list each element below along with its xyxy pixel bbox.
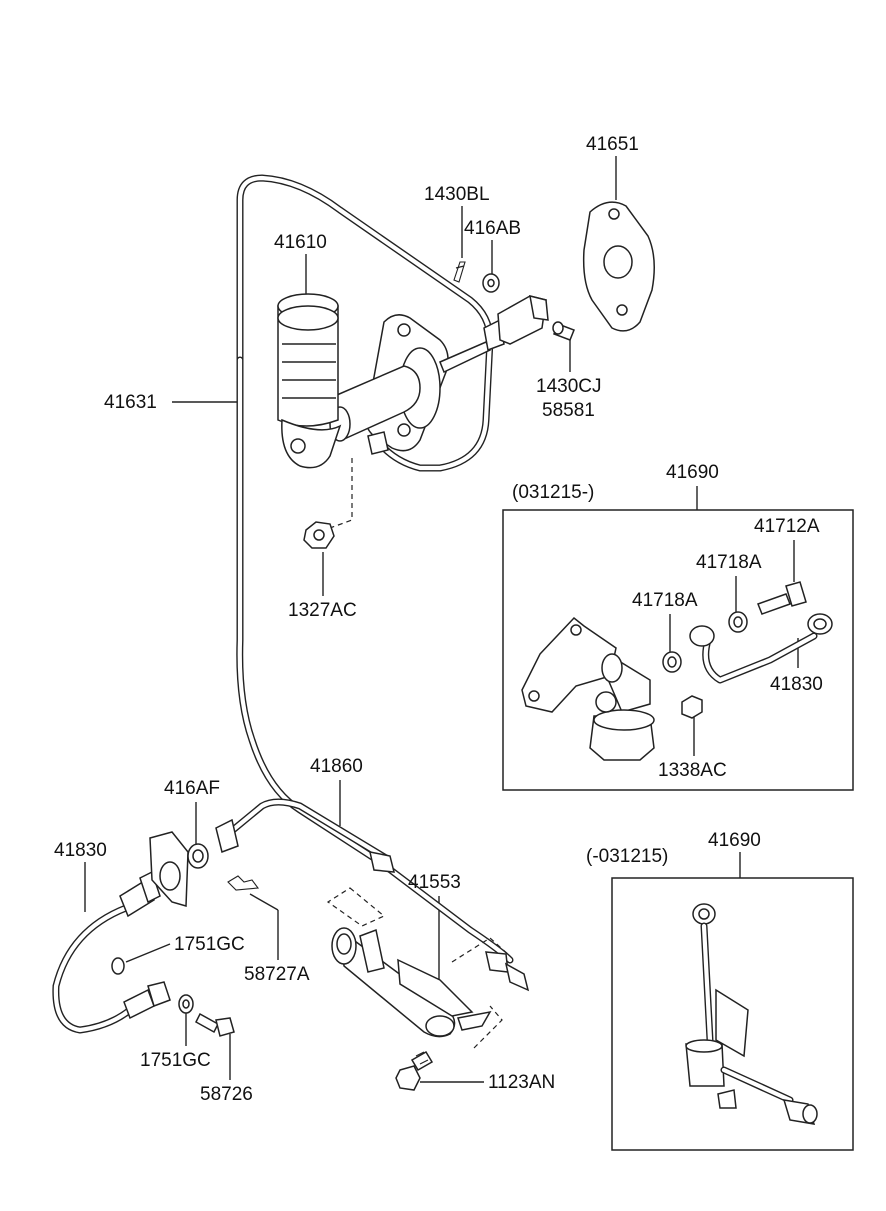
- label-1751GC-b: 1751GC: [140, 1050, 211, 1071]
- label-41712A: 41712A: [754, 516, 820, 537]
- washer-1751GC-b: [178, 994, 194, 1014]
- bolt-58726: [195, 1012, 235, 1037]
- label-41610: 41610: [274, 232, 327, 253]
- master-cylinder-41610: [277, 293, 549, 469]
- label-58726: 58726: [200, 1084, 253, 1105]
- inset-hose-41830: [689, 613, 833, 684]
- label-41718A-a: 41718A: [632, 590, 698, 611]
- label-416AB: 416AB: [464, 218, 521, 239]
- label-58581: 58581: [542, 400, 595, 421]
- inset-nut-1338AC: [681, 695, 703, 719]
- clip-58727A: [227, 875, 260, 891]
- label-1430BL: 1430BL: [424, 184, 490, 205]
- bracket-416AF: [149, 831, 209, 907]
- label-date-before: (-031215): [586, 846, 668, 867]
- label-1338AC: 1338AC: [658, 760, 727, 781]
- inset-cylinder-assembly: [521, 616, 655, 761]
- inset-box-after-031215: [502, 509, 854, 791]
- gasket-41651: [582, 201, 655, 332]
- washer-416AB: [482, 273, 500, 293]
- label-41553: 41553: [408, 872, 461, 893]
- clutch-pipe-41631: [236, 174, 514, 964]
- label-41718A-b: 41718A: [696, 552, 762, 573]
- label-41830-inset: 41830: [770, 674, 823, 695]
- leader-lines: [84, 156, 799, 1083]
- label-416AF: 416AF: [164, 778, 220, 799]
- label-41860: 41860: [310, 756, 363, 777]
- inset-bolt-41712A: [757, 581, 807, 615]
- bolt-1123AN: [395, 1050, 434, 1091]
- label-58727A: 58727A: [244, 964, 310, 985]
- label-41631: 41631: [104, 392, 157, 413]
- part-labels: 41651 1430BL 416AB 41610 41631 1430CJ 58…: [54, 134, 823, 1105]
- label-41830: 41830: [54, 840, 107, 861]
- washer-1751GC-a: [111, 957, 125, 975]
- label-1751GC-a: 1751GC: [174, 934, 245, 955]
- label-date-after: (031215-): [512, 482, 594, 503]
- label-41690-top: 41690: [666, 462, 719, 483]
- split-pin-1430BL: [453, 261, 466, 283]
- label-1430CJ: 1430CJ: [536, 376, 602, 397]
- pin-1430CJ: [552, 321, 575, 341]
- label-41690-bottom: 41690: [708, 830, 761, 851]
- nut-1327AC: [303, 458, 353, 549]
- inset-old-assembly: [685, 903, 818, 1125]
- inset-washer-41718A-b: [728, 611, 748, 633]
- label-1123AN: 1123AN: [488, 1072, 555, 1093]
- release-cylinder-41553: [326, 887, 511, 1049]
- clutch-hose-41860: [215, 798, 530, 992]
- label-41651: 41651: [586, 134, 639, 155]
- inset-box-before-031215: [611, 877, 854, 1151]
- clutch-hose-41830: [52, 870, 171, 1034]
- label-1327AC: 1327AC: [288, 600, 357, 621]
- inset-washer-41718A-a: [662, 651, 682, 673]
